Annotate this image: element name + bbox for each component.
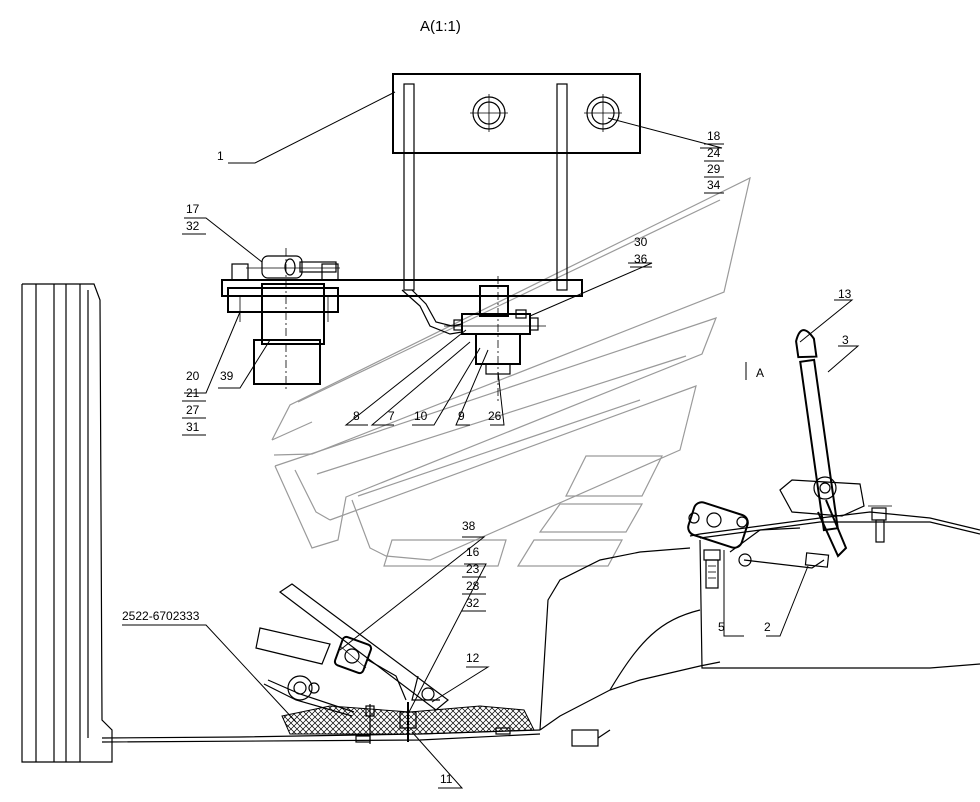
callout-38: 38 bbox=[462, 519, 476, 533]
callout-28: 28 bbox=[466, 579, 480, 593]
horizontal-bar bbox=[221, 279, 583, 335]
callout-20: 20 bbox=[186, 369, 200, 383]
brackets bbox=[403, 83, 568, 291]
callout-18: 18 bbox=[707, 129, 721, 143]
callout-2: 2 bbox=[764, 620, 771, 634]
callout-32-top: 32 bbox=[186, 219, 200, 233]
callout-11: 11 bbox=[440, 772, 453, 786]
console-body bbox=[539, 511, 980, 747]
callout-8: 8 bbox=[353, 409, 360, 423]
callout-5: 5 bbox=[718, 620, 725, 634]
callout-9: 9 bbox=[458, 409, 465, 423]
callout-30: 30 bbox=[634, 235, 648, 249]
callout-1: 1 bbox=[217, 149, 224, 163]
callout-24: 24 bbox=[707, 146, 721, 160]
callout-3: 3 bbox=[842, 333, 849, 347]
view-title: A(1:1) bbox=[420, 18, 461, 35]
callout-17: 17 bbox=[186, 202, 200, 216]
leader-lines bbox=[122, 91, 860, 789]
cabin-outline-ghost bbox=[271, 176, 751, 567]
pedal-assembly bbox=[255, 583, 535, 744]
mounting-plate bbox=[392, 73, 641, 154]
callout-labels: 1 18 24 29 34 17 32 30 36 20 21 27 31 39… bbox=[122, 129, 852, 786]
callout-34: 34 bbox=[707, 178, 721, 192]
lever-assembly bbox=[687, 329, 892, 589]
callout-16: 16 bbox=[466, 545, 480, 559]
callout-13: 13 bbox=[838, 287, 852, 301]
view-arrow-label: A bbox=[756, 366, 764, 380]
callout-32-bottom: 32 bbox=[466, 596, 480, 610]
callout-23: 23 bbox=[466, 562, 480, 576]
door-post bbox=[21, 283, 113, 763]
cylinder-assembly bbox=[227, 248, 340, 392]
callout-10: 10 bbox=[414, 409, 428, 423]
callout-21: 21 bbox=[186, 386, 200, 400]
callout-39: 39 bbox=[220, 369, 234, 383]
callout-29: 29 bbox=[707, 162, 721, 176]
part-number-label: 2522-6702333 bbox=[122, 609, 200, 623]
callout-36: 36 bbox=[634, 252, 648, 266]
callout-26: 26 bbox=[488, 409, 502, 423]
callout-12: 12 bbox=[466, 651, 480, 665]
callout-27: 27 bbox=[186, 403, 200, 417]
callout-31: 31 bbox=[186, 420, 200, 434]
callout-7: 7 bbox=[388, 409, 395, 423]
valve-assembly bbox=[444, 276, 546, 402]
